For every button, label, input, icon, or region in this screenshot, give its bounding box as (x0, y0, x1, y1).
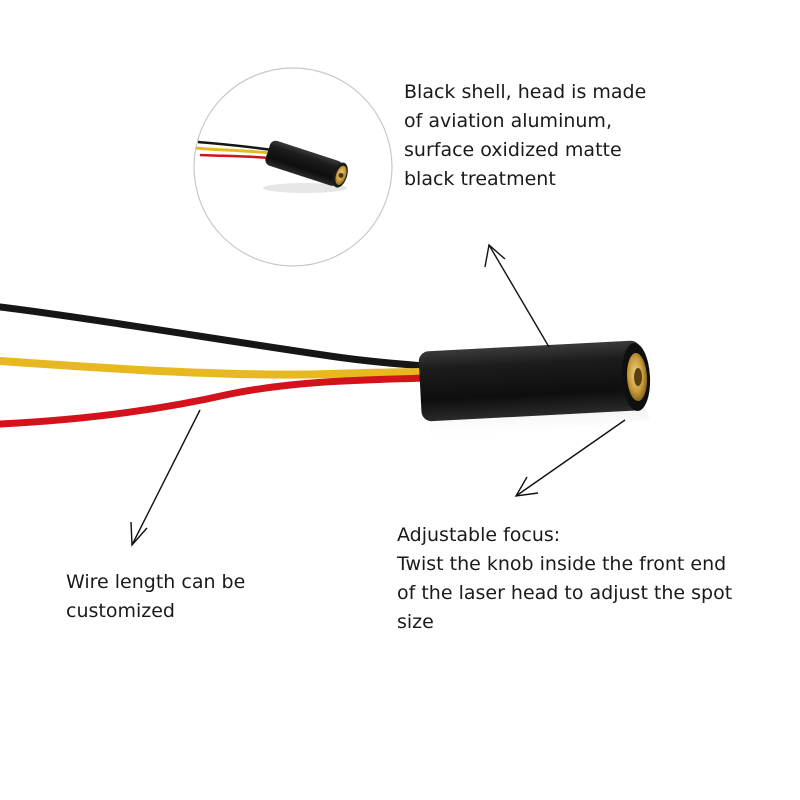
laser-body (418, 340, 644, 422)
laser-head (418, 340, 651, 440)
wire-annotation: Wire length can be customized (66, 568, 245, 626)
focus-line-4: size (397, 611, 434, 633)
shell-line-1: Black shell, head is made (404, 81, 647, 103)
arrow-wire (130, 409, 201, 547)
shell-line-4: black treatment (404, 168, 556, 190)
inset-wire-black (197, 140, 273, 152)
focus-annotation: Adjustable focus: Twist the knob inside … (397, 521, 732, 637)
focus-line-2: Twist the knob inside the front end (397, 553, 727, 575)
inset-wire-yellow (195, 146, 271, 155)
inset-laser-head (265, 140, 348, 188)
wire-yellow (0, 357, 429, 379)
arrows (130, 243, 626, 547)
wire-red (0, 374, 429, 428)
wire-line-1: Wire length can be (66, 571, 246, 593)
wires (0, 303, 429, 428)
shell-annotation: Black shell, head is made of aviation al… (404, 78, 646, 194)
focus-line-3: of the laser head to adjust the spot (397, 582, 733, 604)
focus-line-1: Adjustable focus: (397, 524, 561, 546)
wire-line-2: customized (66, 600, 175, 622)
shell-line-2: of aviation aluminum, (404, 110, 612, 132)
wire-black (0, 303, 429, 370)
arrow-shell (484, 243, 550, 348)
shell-line-3: surface oxidized matte (404, 139, 622, 161)
inset-detail (193, 67, 393, 267)
inset-wire-red (199, 153, 271, 160)
inset-shadow (263, 183, 347, 193)
arrow-focus (514, 419, 626, 497)
